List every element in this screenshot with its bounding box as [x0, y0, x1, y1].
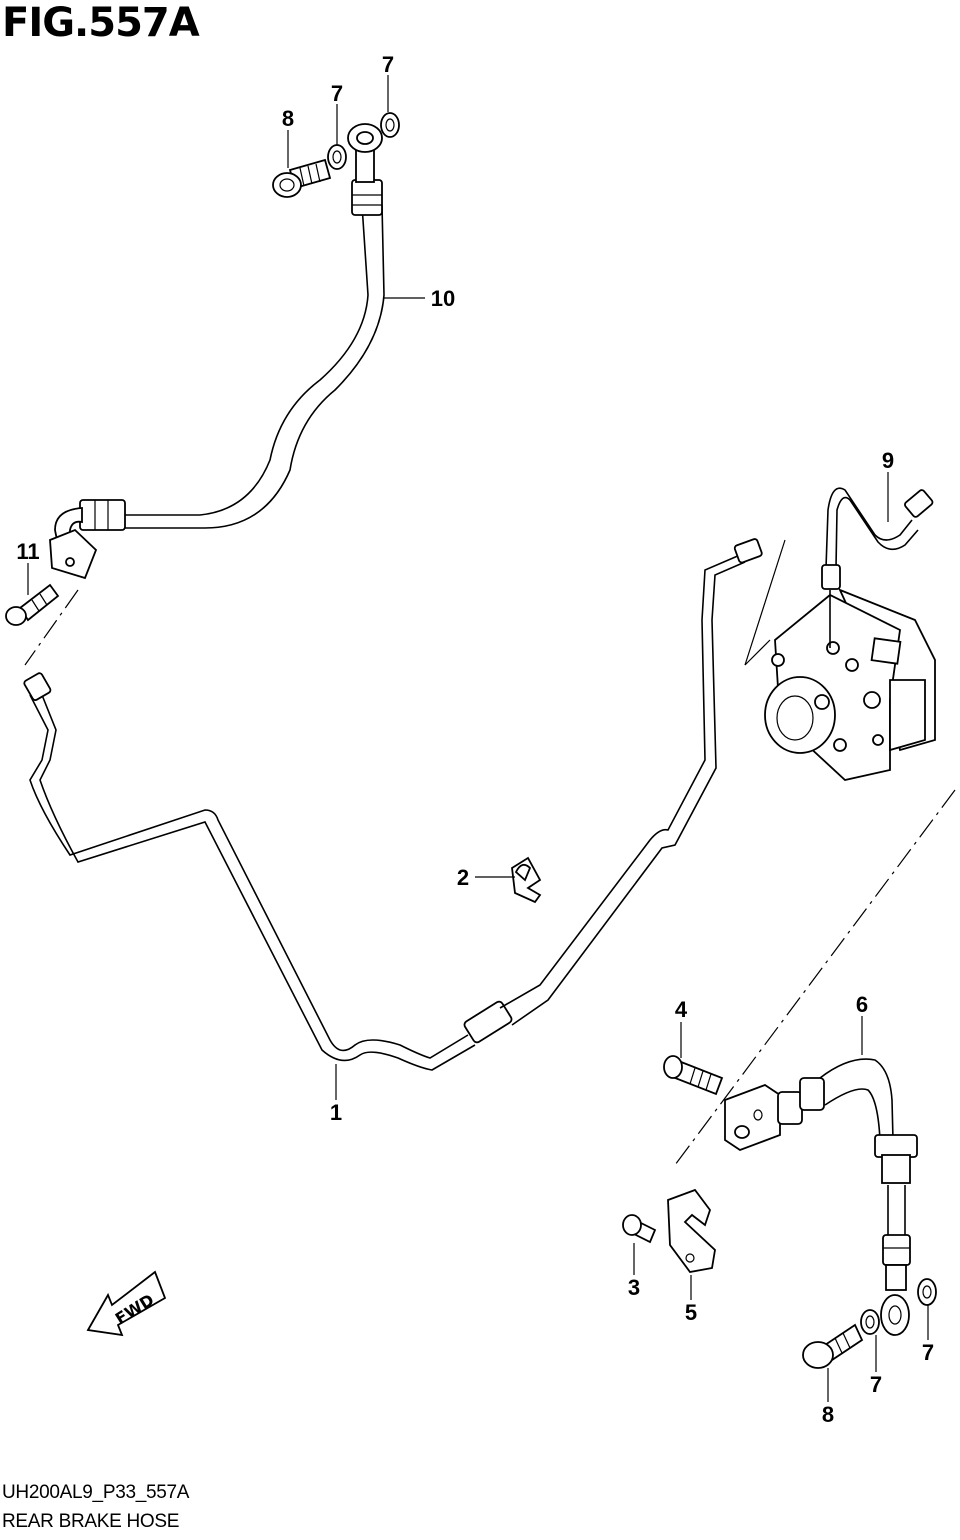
abs-unit — [744, 539, 936, 781]
callout-7-bottom-left: 7 — [870, 1372, 882, 1397]
callout-3: 3 — [628, 1275, 640, 1300]
callout-6: 6 — [856, 992, 868, 1017]
washer-bottom-left — [860, 1309, 880, 1335]
washer-top-right — [380, 112, 400, 138]
callout-4: 4 — [675, 997, 688, 1022]
callout-leaders — [27, 75, 929, 1402]
callout-7-bottom-right: 7 — [922, 1340, 934, 1365]
bracket-5 — [667, 1188, 716, 1273]
banjo-bolt-bottom — [802, 1323, 864, 1369]
callout-5: 5 — [685, 1300, 697, 1325]
washer-top-left — [327, 144, 347, 170]
leader-line-left — [24, 589, 79, 666]
callout-2: 2 — [457, 865, 469, 890]
forward-arrow: FWD — [86, 1270, 167, 1337]
brake-hose-lower — [724, 1058, 918, 1336]
figure-name: REAR BRAKE HOSE — [2, 1511, 180, 1532]
brake-pipe-9 — [821, 487, 934, 648]
brake-pipe — [23, 538, 763, 1071]
callout-8-top: 8 — [282, 106, 294, 131]
callout-10: 10 — [431, 286, 455, 311]
callout-8-bottom: 8 — [822, 1402, 834, 1427]
callout-9: 9 — [882, 448, 894, 473]
callout-1: 1 — [330, 1100, 342, 1125]
figure-code: UH200AL9_P33_557A — [2, 1482, 190, 1503]
leader-line-right — [674, 789, 956, 1166]
clamp-2 — [511, 856, 542, 904]
figure-title: FIG.557A — [2, 0, 200, 46]
washer-bottom-right — [917, 1278, 937, 1306]
bolt-11 — [5, 583, 60, 626]
callout-11: 11 — [16, 539, 39, 564]
brake-hose-upper — [49, 123, 385, 580]
callout-7-top-right: 7 — [382, 52, 394, 77]
banjo-bolt-top — [272, 158, 332, 198]
bolt-4 — [663, 1055, 724, 1096]
callout-7-top-left: 7 — [331, 81, 343, 106]
bolt-3 — [622, 1214, 657, 1244]
